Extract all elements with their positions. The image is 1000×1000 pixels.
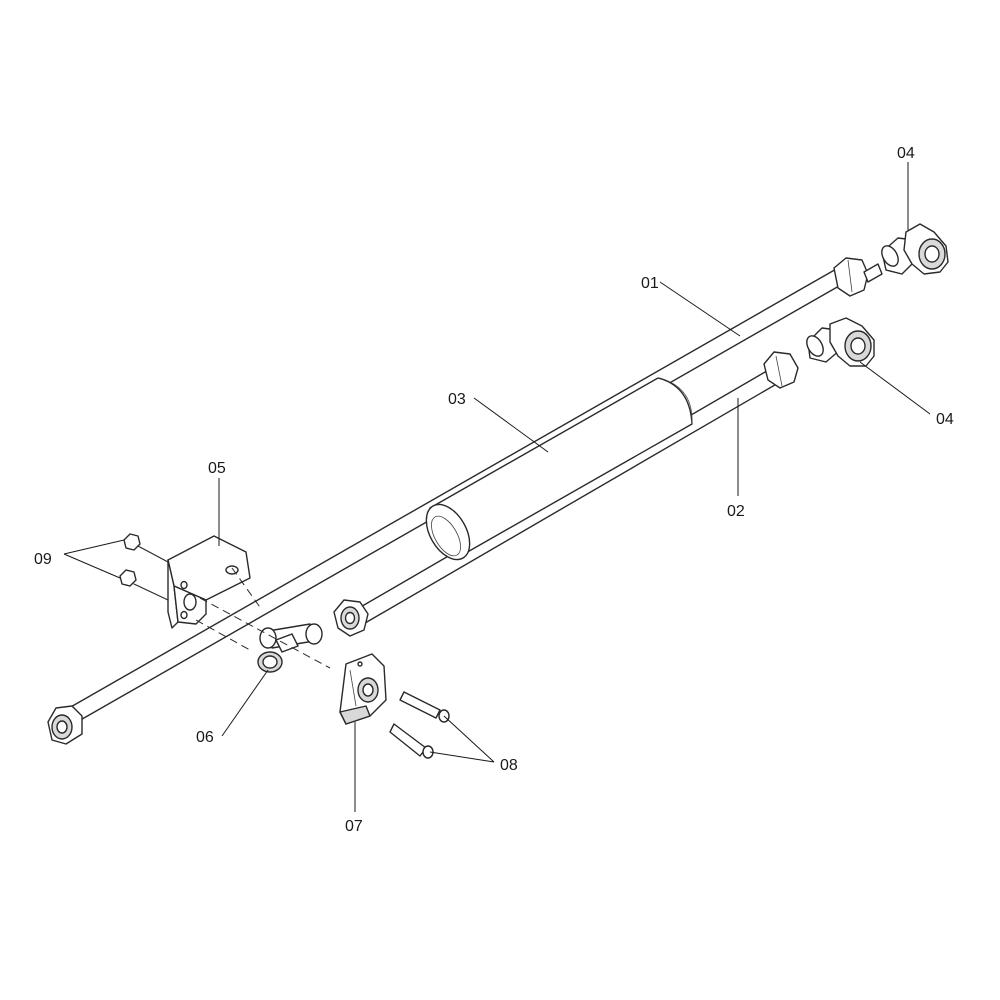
elbow-fitting-04-right bbox=[806, 317, 875, 367]
leader-lines bbox=[63, 162, 931, 812]
screw-08-upper bbox=[399, 691, 450, 723]
screw-08-lower bbox=[389, 723, 434, 759]
callout-07: 07 bbox=[345, 818, 363, 835]
callout-06: 06 bbox=[196, 729, 214, 746]
elbow-fitting-04-top bbox=[881, 223, 949, 275]
clamp-07 bbox=[339, 653, 387, 725]
tee-fitting-06 bbox=[257, 623, 323, 673]
assembly-lines bbox=[195, 567, 331, 669]
tube-02-left-nut bbox=[333, 599, 369, 637]
nut-09-lower bbox=[119, 569, 169, 601]
callout-01: 01 bbox=[641, 275, 659, 292]
callout-09: 09 bbox=[34, 551, 52, 568]
sleeve-03 bbox=[425, 377, 693, 561]
bracket-05 bbox=[167, 535, 251, 629]
callout-03: 03 bbox=[448, 391, 466, 408]
callout-04-top: 04 bbox=[897, 145, 915, 162]
callout-05: 05 bbox=[208, 460, 226, 477]
tube-02-right-nut bbox=[763, 351, 799, 389]
callout-02: 02 bbox=[727, 503, 745, 520]
tube-01-right-nut bbox=[833, 257, 869, 297]
tube-01-left-nut bbox=[47, 705, 83, 745]
callout-04-right: 04 bbox=[936, 411, 954, 428]
callout-08: 08 bbox=[500, 757, 518, 774]
nut-09-upper bbox=[123, 533, 169, 563]
